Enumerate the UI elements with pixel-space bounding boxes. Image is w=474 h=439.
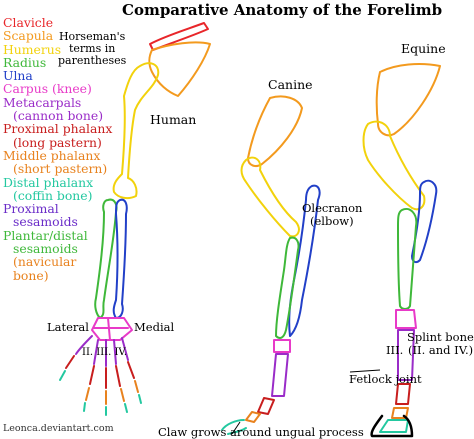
canine-distal-phalanx <box>221 419 245 431</box>
legend-radius: Radius <box>3 54 47 70</box>
label-digits-human: II. III. IV. <box>82 347 128 358</box>
label-elbow: (elbow) <box>310 214 354 228</box>
canine-radius <box>275 236 300 339</box>
legend-humerus: Humerus <box>3 41 62 57</box>
canine-metacarpal <box>271 353 289 397</box>
color-legend: Clavicle Scapula Humerus Radius Ulna Car… <box>3 16 112 282</box>
label-claw: Claw grows around ungual process <box>158 425 364 439</box>
leader-lines <box>231 369 381 435</box>
human-middle-phalanges <box>85 380 139 405</box>
canine-limb <box>221 95 321 435</box>
label-canine: Canine <box>268 77 313 92</box>
legend-ulna: Ulna <box>3 68 33 84</box>
equine-distal-phalanx <box>379 419 409 433</box>
canine-middle-phalanx <box>245 411 261 423</box>
equine-proximal-phalanx <box>395 383 411 405</box>
canine-proximal-phalanx <box>257 397 275 415</box>
legend-navicular: (navicular <box>13 254 77 270</box>
terms-note: Horseman's terms in parentheses <box>58 31 126 67</box>
human-distal-phalanges <box>59 370 142 416</box>
equine-limb <box>362 63 441 438</box>
label-lateral: Lateral <box>47 320 89 334</box>
human-metacarpals <box>75 335 129 367</box>
legend-proximal-phalanx: Proximal phalanx <box>3 121 113 137</box>
legend-distal-phalanx-term: (coffin bone) <box>13 187 93 203</box>
legend-metacarpals: Metacarpals <box>3 94 82 110</box>
human-limb <box>59 22 211 416</box>
equine-carpus <box>395 309 417 329</box>
canine-ulna <box>288 184 321 337</box>
credit: Leonca.deviantart.com <box>3 423 114 434</box>
equine-humerus <box>362 120 426 211</box>
legend-clavicle: Clavicle <box>3 15 54 30</box>
terms-note-line2: terms in <box>68 42 116 55</box>
legend-proximal-phalanx-term: (long pastern) <box>13 134 102 150</box>
legend-plantar-sesamoids-2: sesamoids <box>13 241 78 257</box>
terms-note-line3: parentheses <box>58 54 127 67</box>
human-ulna <box>112 198 128 319</box>
terms-note-line1: Horseman's <box>58 30 126 43</box>
label-fetlock: Fetlock joint <box>349 372 422 386</box>
canine-scapula <box>247 95 303 167</box>
legend-proximal-sesamoids: Proximal <box>3 201 59 217</box>
human-proximal-phalanges <box>65 355 135 389</box>
label-olecranon: Olecranon <box>302 201 363 215</box>
label-splint-bones: Splint bones <box>407 330 474 344</box>
legend-plantar-sesamoids: Plantar/distal <box>3 227 88 243</box>
label-equine: Equine <box>401 41 446 56</box>
legend-metacarpals-term: (cannon bone) <box>13 108 104 124</box>
human-clavicle <box>149 22 209 51</box>
legend-middle-phalanx-term: (short pastern) <box>13 161 108 177</box>
equine-scapula <box>375 63 441 137</box>
canine-humerus <box>240 156 300 238</box>
legend-proximal-sesamoids-2: sesamoids <box>13 214 78 230</box>
equine-radius <box>397 208 418 310</box>
legend-middle-phalanx: Middle phalanx <box>3 147 101 163</box>
legend-navicular-2: bone) <box>13 267 49 283</box>
human-scapula <box>148 41 211 97</box>
equine-hoof <box>370 414 414 438</box>
label-medial: Medial <box>134 320 175 334</box>
human-humerus <box>112 62 160 200</box>
legend-scapula: Scapula <box>3 28 54 44</box>
legend-carpus: Carpus (knee) <box>3 81 92 97</box>
equine-ulna <box>411 179 438 264</box>
canine-carpus <box>273 339 291 353</box>
legend-distal-phalanx: Distal phalanx <box>3 174 94 190</box>
equine-metacarpal <box>397 329 415 381</box>
label-digit-iii: III. <box>386 343 404 357</box>
human-carpus <box>91 317 133 341</box>
diagram-title: Comparative Anatomy of the Forelimb <box>122 1 443 19</box>
label-splint-terms: (II. and IV.) <box>408 343 474 357</box>
label-human: Human <box>150 112 197 127</box>
